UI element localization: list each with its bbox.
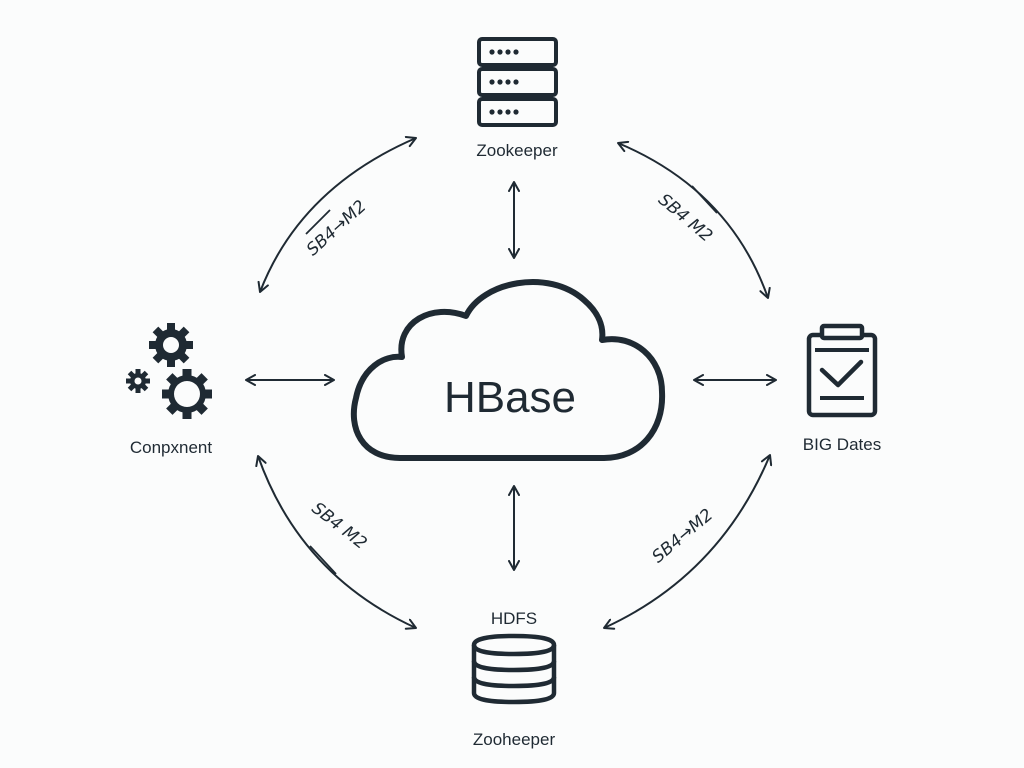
node-component-left: Conpxnent — [126, 323, 212, 457]
connector-curve-top-left — [257, 135, 417, 293]
connector-curve-bottom-right — [603, 454, 773, 630]
database-icon — [471, 633, 557, 705]
gears-icon — [126, 323, 212, 419]
curved-connectors — [255, 135, 773, 630]
cloud-icon — [350, 279, 666, 461]
node-hdfs-bottom: HDFS Zooheeper — [471, 609, 557, 749]
zooheeper-label: Zooheeper — [473, 730, 556, 749]
node-zookeeper-top: Zookeeper — [476, 37, 558, 160]
connector-curve-bottom-left — [255, 455, 417, 630]
big-dates-label: BIG Dates — [803, 435, 881, 454]
zookeeper-top-label: Zookeeper — [476, 141, 558, 160]
edge-label-bottom-left: SB4 M2 — [308, 498, 371, 553]
edge-label-top-right: SB4 M2 — [654, 190, 716, 247]
clipboard-check-icon — [806, 323, 878, 418]
edge-label-bottom-right: SB4→M2 — [648, 505, 717, 567]
hbase-cloud: HBase — [350, 279, 666, 461]
hbase-label: HBase — [444, 373, 576, 422]
straight-connectors — [245, 181, 777, 571]
node-big-dates-right: BIG Dates — [803, 323, 881, 454]
component-label: Conpxnent — [130, 438, 213, 457]
connector-curve-top-right — [617, 140, 771, 299]
server-rack-icon — [477, 37, 558, 127]
hdfs-label: HDFS — [491, 609, 537, 628]
